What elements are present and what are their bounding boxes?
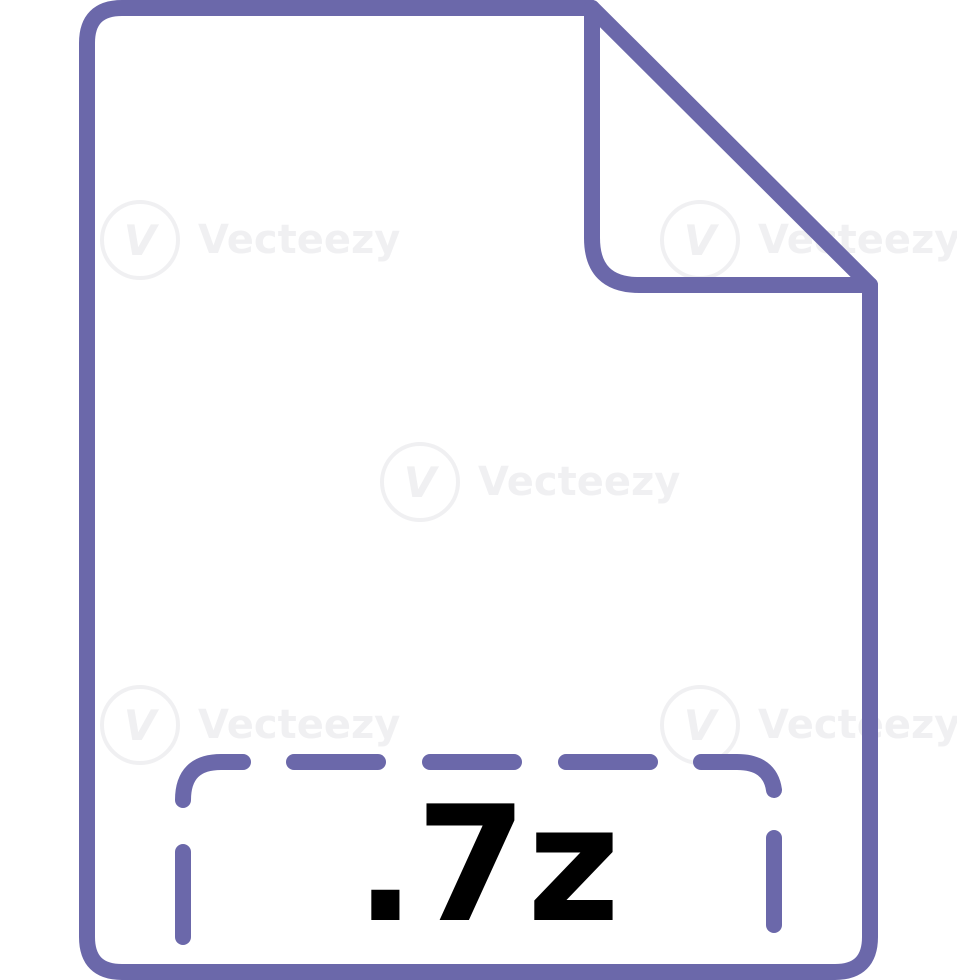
- file-extension-label: .7z: [355, 771, 621, 958]
- label-frame-top-left-corner: [175, 754, 251, 808]
- document-outline: [79, 0, 878, 980]
- folded-corner: [584, 0, 878, 293]
- label-frame-top-right-corner: [693, 754, 782, 798]
